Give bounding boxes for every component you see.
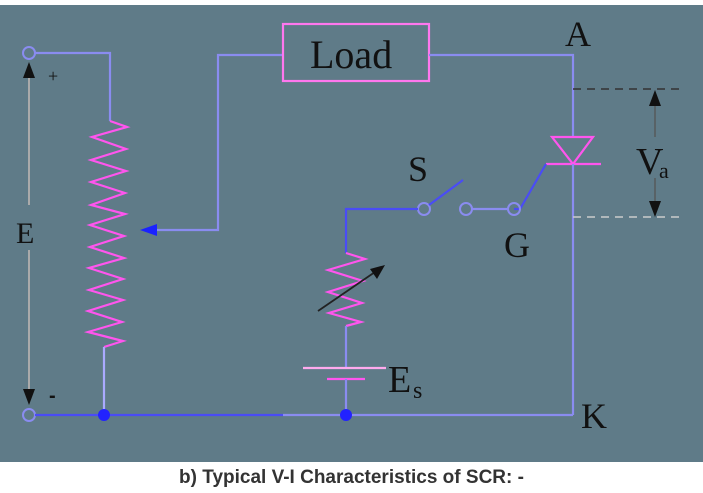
supply-label: E xyxy=(16,217,34,250)
variable-resistor-arrow xyxy=(317,265,385,312)
anode-voltage-dimension xyxy=(573,88,680,218)
minus-sign: - xyxy=(49,385,56,407)
positive-terminal xyxy=(22,46,36,60)
scr-test-circuit: E + - Load A G V a S xyxy=(16,14,680,436)
scr-symbol xyxy=(549,135,596,166)
gate-label: G xyxy=(504,225,530,265)
variable-resistor xyxy=(324,251,369,328)
junction-dot-pot xyxy=(98,409,110,421)
switch-terminal-left[interactable] xyxy=(417,202,431,216)
plus-sign: + xyxy=(48,66,58,86)
load-label: Load xyxy=(310,32,392,77)
negative-terminal xyxy=(22,408,36,422)
wire-wiper-to-load xyxy=(157,53,283,232)
figure-caption: b) Typical V-I Characteristics of SCR: - xyxy=(179,467,524,488)
gate-lead xyxy=(514,163,547,211)
switch-label: S xyxy=(408,149,428,189)
cathode-label: K xyxy=(581,396,607,436)
va-label-main: V xyxy=(636,141,664,183)
anode-label: A xyxy=(565,14,591,54)
junction-dot-battery xyxy=(340,409,352,421)
wire-load-to-anode xyxy=(429,53,575,137)
potentiometer xyxy=(83,119,131,349)
wire-gate-loop xyxy=(344,207,418,253)
switch-terminal-right[interactable] xyxy=(459,202,473,216)
wiper-arrow-icon xyxy=(140,224,157,236)
gate-supply-label-main: E xyxy=(388,359,411,401)
gate-supply-label-sub: s xyxy=(413,378,422,404)
switch-blade[interactable] xyxy=(428,179,464,206)
supply-voltage-arrow xyxy=(23,62,35,405)
va-label-sub: a xyxy=(659,158,669,183)
gate-terminal xyxy=(507,202,521,216)
load-box xyxy=(281,22,431,83)
wire-positive-to-pot xyxy=(35,51,112,121)
